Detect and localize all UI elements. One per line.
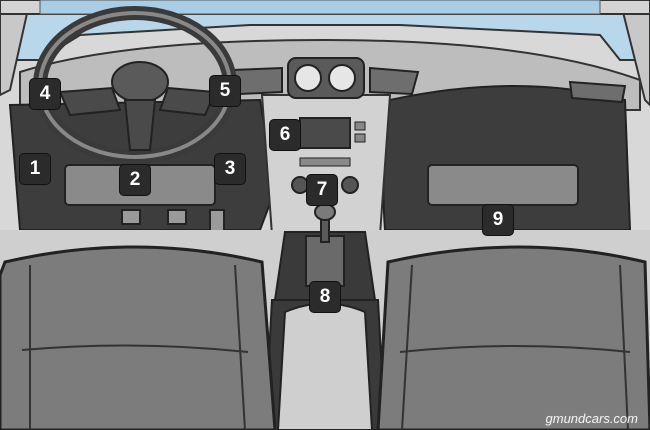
windshield-top-strip [39,0,601,15]
callout-8: 8 [310,282,340,312]
steering-spoke-right [158,86,217,117]
driver-seat [0,245,277,430]
passenger-side-vent [568,80,627,104]
passenger-seat-seam [619,264,629,430]
climate-knob-icon [341,176,359,194]
callout-7: 7 [307,175,337,205]
passenger-seat-seam [399,345,631,353]
callout-2: 2 [120,165,150,195]
radio-unit [299,117,351,149]
gear-boot [305,235,345,287]
right-center-vent [369,66,420,96]
callout-4: 4 [30,79,60,109]
driver-seat-seam [21,344,249,353]
climate-knob-icon [291,176,309,194]
passenger-seat-seam [401,264,413,430]
clutch-pedal [121,209,141,225]
passenger-seat [376,245,650,430]
gear-knob-icon [314,203,336,221]
gauge-right-icon [328,64,356,92]
callout-9: 9 [483,205,513,235]
glove-box [427,164,579,206]
center-armrest [276,302,374,430]
left-pillar [0,0,32,97]
radio-button-icon [354,133,366,143]
steering-spoke-bottom [123,99,157,151]
radio-button-icon [354,121,366,131]
callout-1: 1 [20,154,50,184]
brake-pedal [167,209,187,225]
steering-spoke-left [58,86,122,117]
right-pillar [618,0,650,107]
callout-6: 6 [270,120,300,150]
gauge-left-icon [294,64,322,92]
steering-hub [111,61,169,103]
callout-5: 5 [210,76,240,106]
watermark: gmundcars.com [545,411,638,426]
callout-3: 3 [215,154,245,184]
climate-buttons [299,157,351,167]
driver-seat-seam [234,264,246,430]
